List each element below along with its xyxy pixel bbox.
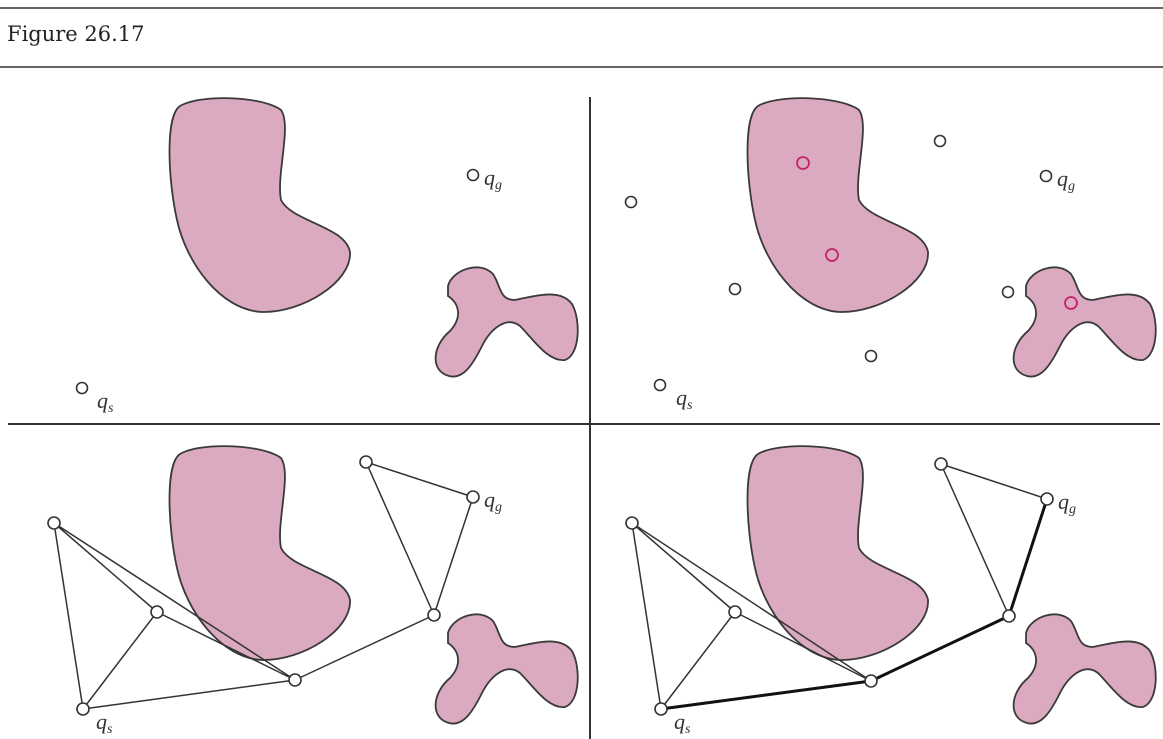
roadmap-edges-bl (53, 461, 474, 710)
solution-path (660, 498, 1049, 711)
obstacle-cross-tl (434, 266, 579, 378)
obstacle-cross-br (1012, 613, 1157, 725)
obstacle-kidney-tl (168, 97, 351, 313)
goal-node-bl (466, 490, 480, 504)
start-node-bl (76, 702, 90, 716)
start-label-tl: qs (97, 388, 114, 416)
sample-node (933, 134, 947, 148)
sample-node (1001, 285, 1015, 299)
roadmap-node (288, 673, 302, 687)
roadmap-node (1002, 609, 1016, 623)
title-rule (0, 66, 1163, 68)
roadmap-edges-br (631, 463, 1048, 710)
figure-title: Figure 26.17 (7, 22, 145, 46)
roadmap-node (864, 674, 878, 688)
start-label-tr: qs (676, 385, 693, 413)
roadmap-node (427, 608, 441, 622)
goal-label-br: qg (1058, 489, 1076, 517)
start-label-br: qs (674, 709, 691, 737)
roadmap-node (728, 605, 742, 619)
colliding-sample-node (796, 156, 810, 170)
start-node-tr (653, 378, 667, 392)
colliding-sample-node (825, 248, 839, 262)
goal-node-br (1040, 492, 1054, 506)
sample-node (864, 349, 878, 363)
sample-node (728, 282, 742, 296)
goal-label-bl: qg (484, 487, 502, 515)
start-node-br (654, 702, 668, 716)
roadmap-node (625, 516, 639, 530)
obstacle-kidney-bl (168, 445, 351, 661)
colliding-sample-node (1064, 296, 1078, 310)
obstacle-kidney-br (746, 445, 929, 661)
top-rule (0, 7, 1163, 9)
roadmap-node (359, 455, 373, 469)
goal-label-tr: qg (1057, 166, 1075, 194)
roadmap-node (934, 457, 948, 471)
obstacle-cross-tr (1012, 266, 1157, 378)
sample-node (624, 195, 638, 209)
goal-node-tl (466, 168, 480, 182)
obstacle-cross-bl (434, 613, 579, 725)
goal-node-tr (1039, 169, 1053, 183)
roadmap-node (47, 516, 61, 530)
roadmap-node (150, 605, 164, 619)
goal-label-tl: qg (484, 165, 502, 193)
start-node-tl (75, 381, 89, 395)
obstacle-kidney-tr (746, 97, 929, 313)
start-label-bl: qs (96, 709, 113, 737)
